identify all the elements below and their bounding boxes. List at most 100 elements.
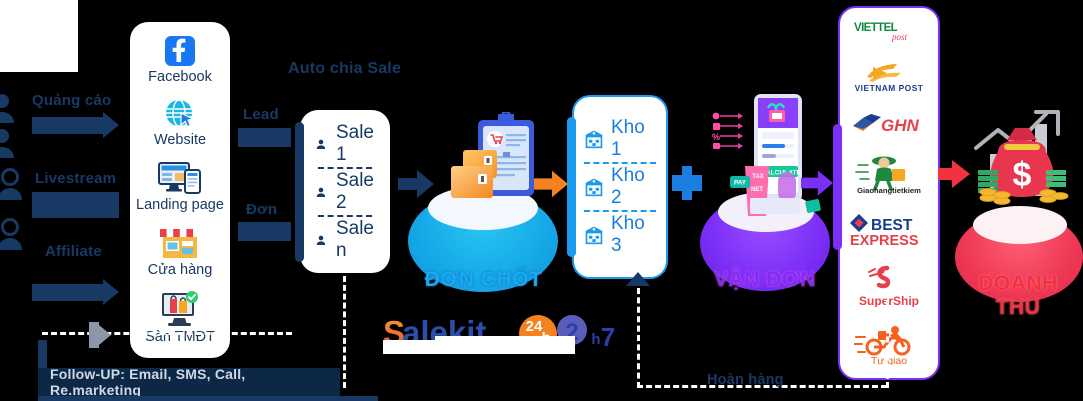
svg-text:post: post [891,32,908,42]
ghtk-logo: Giaohangtietkiem [855,156,921,195]
svg-text:24: 24 [526,318,543,335]
carrier-item-ghtk[interactable]: Giaohangtietkiem [850,153,928,195]
agent-icon [316,235,326,245]
svg-text:VIETNAM POST: VIETNAM POST [855,83,924,93]
landing-page-icon [158,161,201,194]
channel-arrow-affiliate [32,279,119,305]
sales-card-wrap: Sale 1 Sale 2 Sale n [295,110,390,273]
source-item-san-tmdt[interactable]: Sàn TMĐT [145,291,215,345]
order-stage-label: ĐƠN CHỐT [424,268,543,291]
carriers-card-wrap: VIETTEL post VIETNAM POST GHN [833,6,940,380]
ecommerce-monitor-icon [162,291,198,327]
audience-icon-3 [0,168,26,205]
sale-separator [318,166,372,169]
best-express-logo: BEST EXPRESS [850,213,919,248]
svg-text:Giaohangtietkiem: Giaohangtietkiem [857,186,921,195]
order-stage-illustration [440,110,550,222]
revenue-stage-illustration: $ [952,86,1082,231]
brand-baseline-mask [383,340,575,354]
supership-logo: SuperShip [859,265,919,307]
followup-label: Follow-UP: Email, SMS, Call, Re.marketin… [50,366,246,398]
arrow-sales-to-order [398,168,434,205]
return-flow-left-vertical [637,288,640,388]
channel-label-affiliate: Affiliate [45,243,102,260]
svg-text:NET: NET [751,187,763,193]
source-item-facebook[interactable]: Facebook [148,35,212,85]
midlabel-don: Đơn [246,201,278,218]
sale-label: Sale n [335,217,374,261]
warehouse-card-accent [567,117,576,257]
arrow-carriers-to-revenue [938,160,970,201]
arrow-shipping-to-carriers [801,168,833,203]
midlabel-don-bar [238,222,291,241]
source-item-cua-hang[interactable]: Cửa hàng [147,226,213,279]
carriers-card-accent [833,124,842,250]
svg-text:$: $ [1013,156,1032,194]
svg-text:BEST: BEST [871,217,913,234]
return-flow-horizontal [637,385,887,388]
carrier-item-ghn[interactable]: GHN [851,112,927,136]
revenue-stage-label: DOANH THU [978,272,1058,319]
revenue-stage-plate [973,206,1067,244]
svg-text:EXPRESS: EXPRESS [850,233,919,248]
money-bag-growth-icon: $ [974,110,1069,205]
sale-row[interactable]: Sale 2 [300,169,390,215]
source-label: Cửa hàng [147,262,213,279]
clipboard-boxes-icon [451,110,534,198]
followup-flow-arrowhead [89,322,111,353]
viettel-post-logo: VIETTEL post [854,22,908,42]
audience-icon-1 [0,93,18,128]
svg-text:7: 7 [601,322,615,352]
svg-text:TAX: TAX [752,174,764,180]
followup-flow-vertical [343,276,346,388]
warehouse-separator [584,162,656,164]
warehouse-card-wrap: Kho 1 Kho 2 Kho 3 [567,95,668,279]
svg-text:%: % [712,132,720,142]
self-delivery-logo: Tự giao [854,326,911,365]
followup-flow-corner [38,340,47,388]
audience-icon-4 [0,218,26,255]
sale-label: Sale 1 [335,121,374,165]
source-label: Website [153,131,207,148]
warehouse-row[interactable]: Kho 3 [574,212,666,258]
followup-underline [38,396,378,401]
audience-icon-2 [0,128,18,163]
channel-label-livestream: Livestream [35,170,117,187]
facebook-icon [165,35,195,66]
warehouse-row[interactable]: Kho 2 [574,164,666,210]
warehouse-icon [585,226,603,245]
channel-label-quang-cao: Quảng cáo [32,92,112,109]
carrier-item-best-express[interactable]: BEST EXPRESS [849,212,929,248]
source-label: Landing page [136,196,224,213]
midlabel-lead: Lead [243,106,279,123]
svg-text:VIETTEL: VIETTEL [854,22,898,34]
sale-row[interactable]: Sale n [300,217,390,263]
sale-row[interactable]: Sale 1 [300,121,390,167]
source-item-landing-page[interactable]: Landing page [136,161,224,213]
return-flow-label: Hoàn hàng [707,372,784,388]
channel-bar-livestream [32,192,119,218]
channel-arrow-quang-cao [32,112,119,138]
ghn-logo: GHN [853,114,920,135]
agent-icon [316,187,326,197]
svg-text:SuperShip: SuperShip [859,294,919,307]
carrier-item-tu-giao[interactable]: Tự giao [854,323,924,365]
arrow-warehouse-to-shipping [672,166,702,205]
source-label: Facebook [148,68,212,85]
warehouse-separator [584,210,656,212]
warehouse-row[interactable]: Kho 1 [574,116,666,162]
sources-card: Facebook Website Landing page [130,22,230,358]
shipping-stage-illustration: CALCULATE TAXNETVAT% PAY % [706,92,824,222]
source-item-website[interactable]: Website [154,98,206,148]
warehouse-label: Kho 3 [610,213,645,256]
carrier-item-viettel-post[interactable]: VIETTEL post [852,20,926,42]
carrier-item-supership[interactable]: SuperShip [851,265,927,307]
warehouse-card: Kho 1 Kho 2 Kho 3 [572,95,668,279]
followup-flow-horizontal [42,332,292,335]
warehouse-icon [585,178,603,197]
carrier-item-vietnam-post[interactable]: VIETNAM POST [853,59,925,95]
svg-text:CALCULATE: CALCULATE [761,170,801,177]
sale-separator [318,214,372,217]
vietnam-post-logo: VIETNAM POST [855,64,924,93]
